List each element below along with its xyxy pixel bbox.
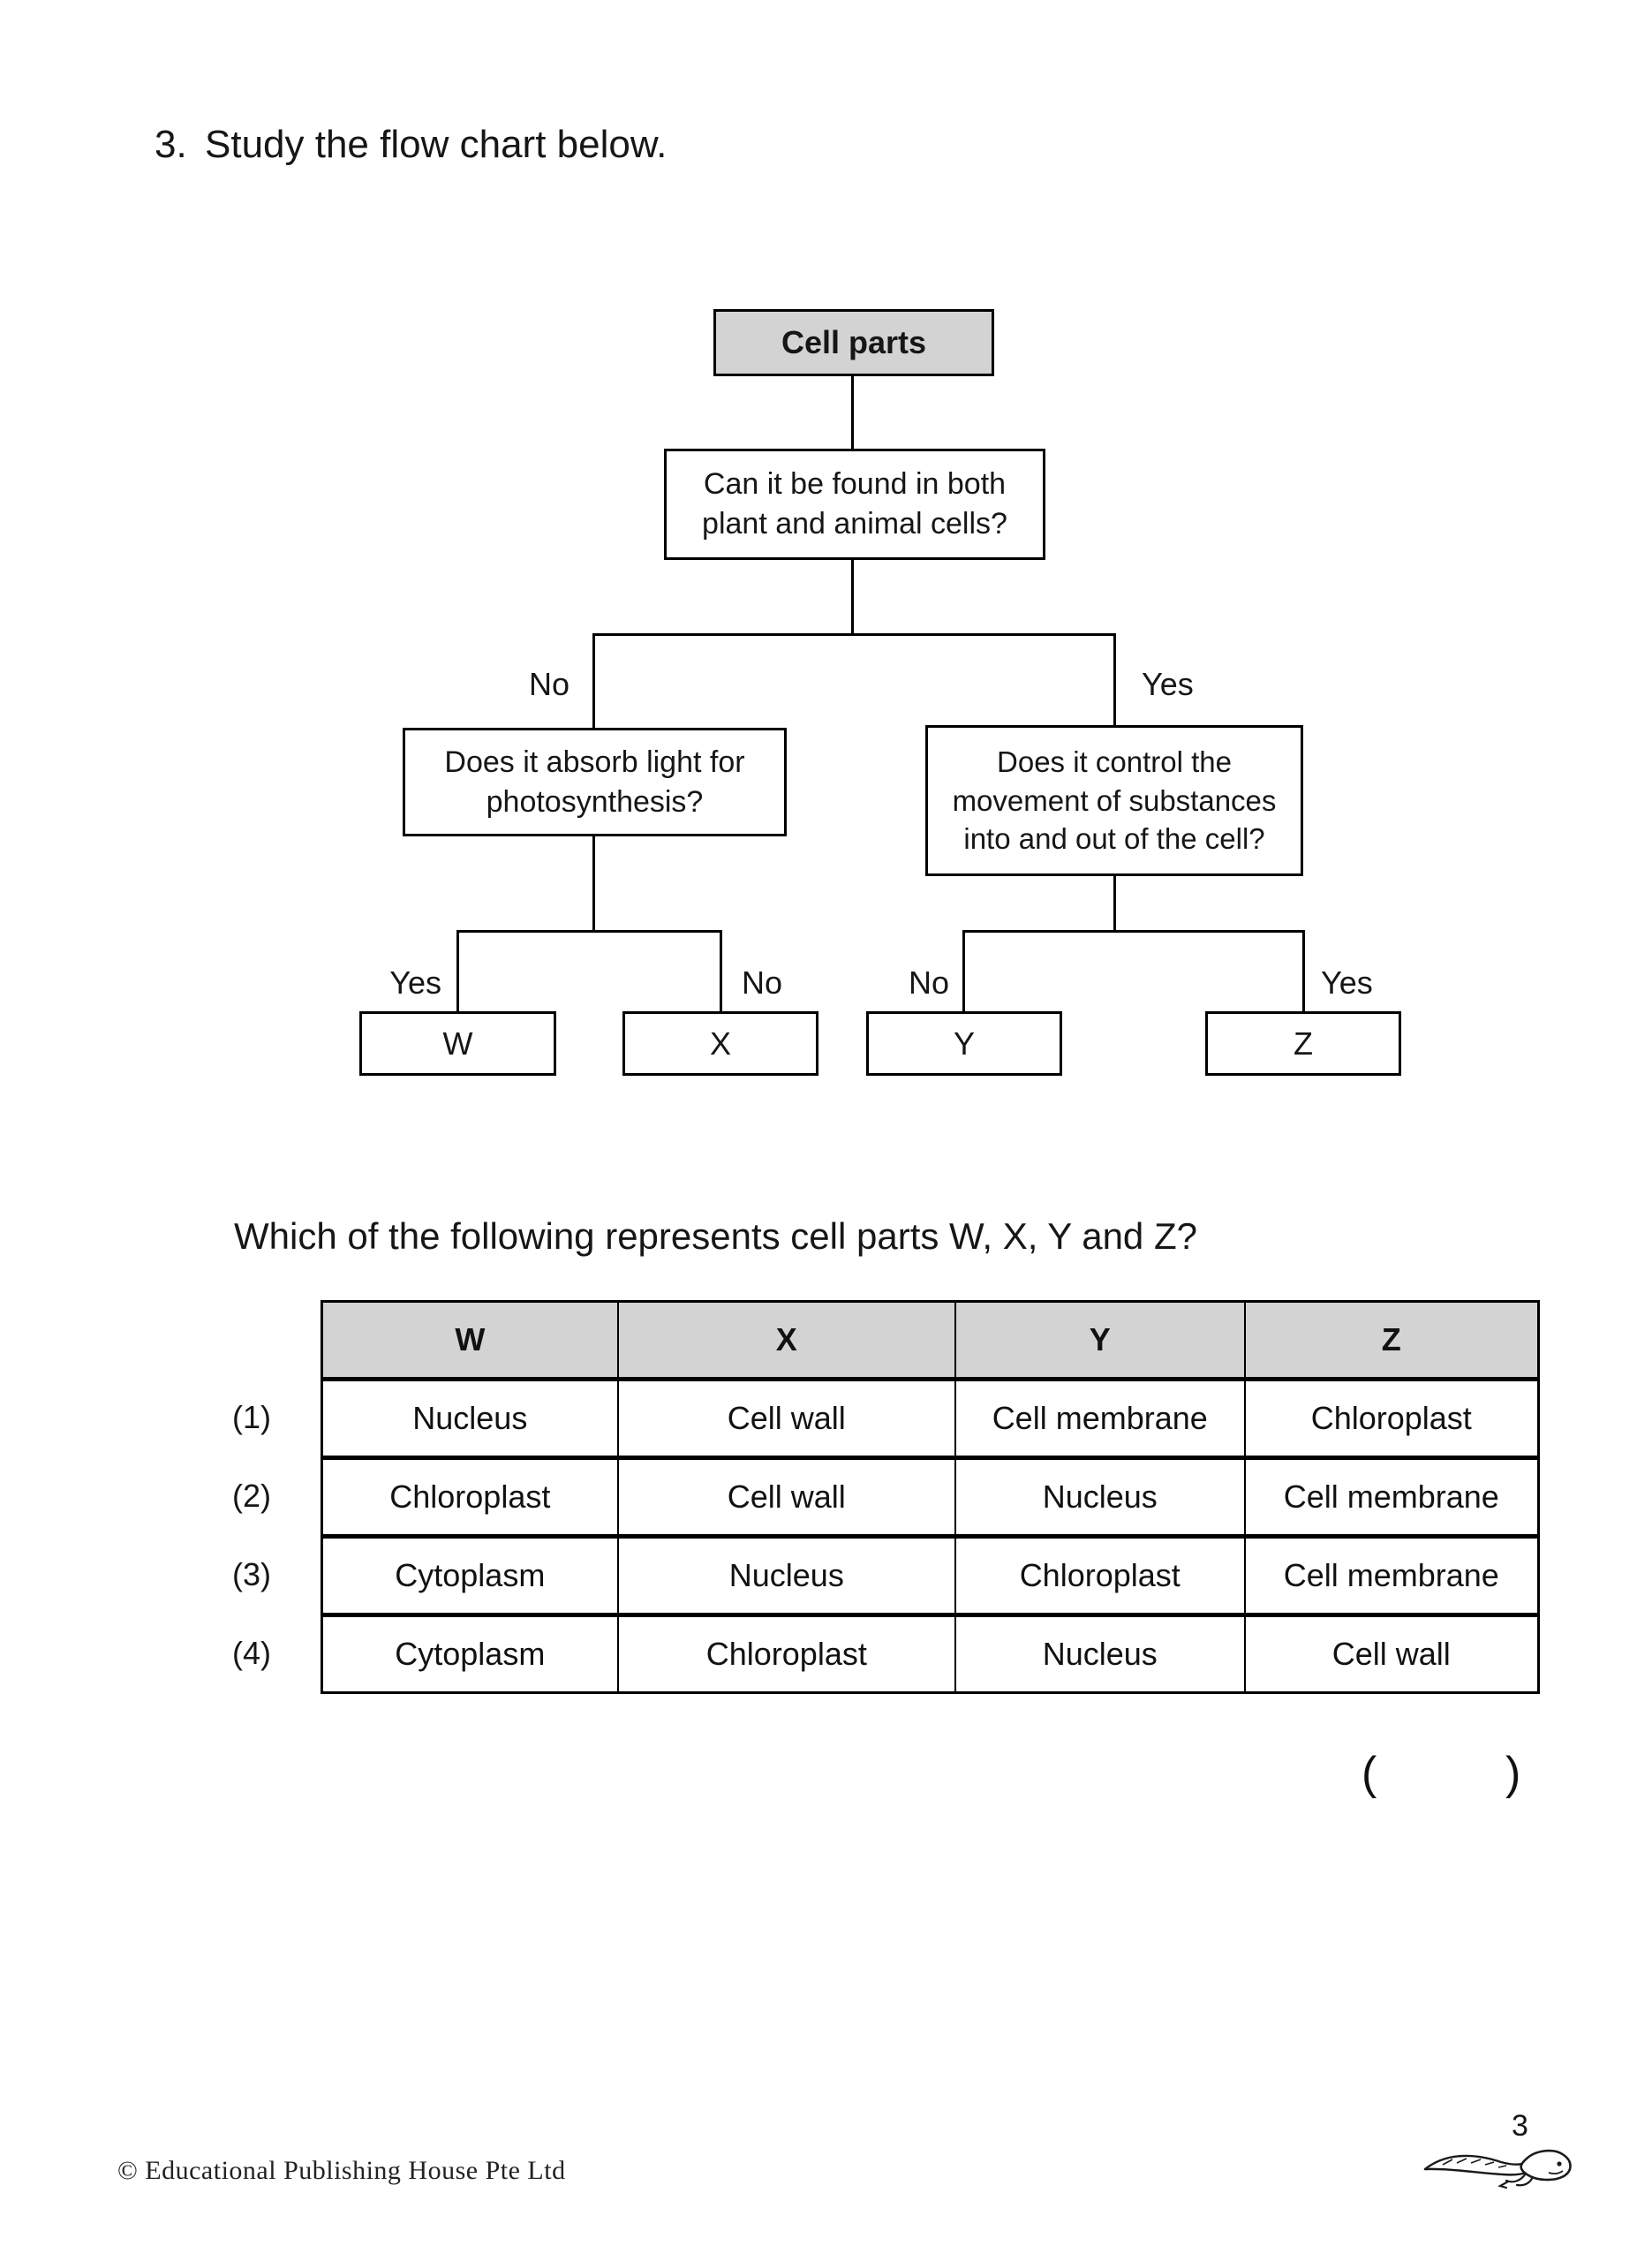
- table-cell: Cell wall: [616, 1381, 954, 1456]
- connector-q1-down: [851, 560, 854, 633]
- table-cell: Chloroplast: [389, 1478, 551, 1515]
- header-cell-w: W: [455, 1321, 486, 1357]
- table-cell: Chloroplast: [954, 1539, 1244, 1613]
- table-cell: Cell wall: [1243, 1617, 1538, 1691]
- table-row-option-3: Cytoplasm Nucleus Chloroplast Cell membr…: [321, 1536, 1540, 1615]
- flowchart-question-absorb-light-box: Does it absorb light for photosynthesis?: [403, 728, 787, 836]
- table-cell: Nucleus: [954, 1617, 1244, 1691]
- branch3-no-label: No: [908, 964, 949, 1001]
- table-cell: Chloroplast: [616, 1617, 954, 1691]
- branch3-yes-label: Yes: [1321, 964, 1373, 1001]
- connector-split2-horizontal: [456, 930, 722, 933]
- question-number: 3.: [155, 123, 187, 166]
- table-cell: Chloroplast: [1243, 1381, 1538, 1456]
- options-table: W X Y Z Nucleus Cell wall Cell membrane …: [321, 1300, 1540, 1694]
- table-cell: Nucleus: [412, 1400, 528, 1436]
- table-cell: Cell wall: [616, 1460, 954, 1534]
- connector-drop-w: [456, 930, 459, 1011]
- branch2-yes-label: Yes: [389, 964, 441, 1001]
- option-label-1: (1): [232, 1399, 271, 1435]
- table-row-option-4: Cytoplasm Chloroplast Nucleus Cell wall: [321, 1614, 1540, 1694]
- answer-bracket-close: ): [1505, 1748, 1521, 1799]
- header-cell-z: Z: [1243, 1303, 1538, 1377]
- flowchart-root-box: Cell parts: [713, 309, 994, 376]
- flowchart-leaf-z-box: Z: [1205, 1011, 1401, 1076]
- connector-drop-x: [720, 930, 722, 1011]
- connector-q3-down: [1113, 876, 1116, 930]
- connector-split1-left-drop: [592, 633, 595, 728]
- option-label-3: (3): [232, 1556, 271, 1592]
- tadpole-illustration: [1423, 2149, 1572, 2189]
- page-number: 3: [1512, 2109, 1528, 2143]
- table-cell: Cytoplasm: [395, 1557, 546, 1593]
- table-cell: Nucleus: [954, 1460, 1244, 1534]
- connector-split1-right-drop: [1113, 633, 1116, 725]
- table-header-row: W X Y Z: [321, 1300, 1540, 1380]
- branch1-yes-label: Yes: [1142, 666, 1194, 702]
- flowchart-leaf-y-box: Y: [866, 1011, 1062, 1076]
- connector-split1-horizontal: [592, 633, 1116, 636]
- flowchart-question-control-movement-box: Does it control the movement of substanc…: [925, 725, 1303, 876]
- header-cell-y: Y: [954, 1303, 1244, 1377]
- connector-drop-z: [1302, 930, 1305, 1011]
- table-row-option-2: Chloroplast Cell wall Nucleus Cell membr…: [321, 1457, 1540, 1537]
- connector-q2-down: [592, 836, 595, 930]
- table-row-option-1: Nucleus Cell wall Cell membrane Chloropl…: [321, 1379, 1540, 1458]
- connector-root-to-q1: [851, 376, 854, 449]
- branch2-no-label: No: [742, 964, 783, 1001]
- table-cell: Cell membrane: [1243, 1460, 1538, 1534]
- flowchart-leaf-x-box: X: [622, 1011, 818, 1076]
- table-cell: Cell membrane: [954, 1381, 1244, 1456]
- flowchart-question-both-cells-box: Can it be found in both plant and animal…: [664, 449, 1045, 560]
- header-cell-x: X: [616, 1303, 954, 1377]
- connector-split3-horizontal: [962, 930, 1305, 933]
- table-cell: Nucleus: [616, 1539, 954, 1613]
- table-cell: Cytoplasm: [395, 1636, 546, 1672]
- question-heading: 3. Study the flow chart below.: [155, 122, 667, 169]
- option-label-2: (2): [232, 1478, 271, 1514]
- branch1-no-label: No: [528, 666, 570, 702]
- table-question: Which of the following represents cell p…: [234, 1215, 1197, 1257]
- question-instruction: Study the flow chart below.: [205, 123, 668, 166]
- answer-bracket-open: (: [1362, 1748, 1377, 1799]
- option-label-4: (4): [232, 1635, 271, 1671]
- copyright-notice: © Educational Publishing House Pte Ltd: [117, 2156, 566, 2185]
- flowchart-leaf-w-box: W: [359, 1011, 556, 1076]
- connector-drop-y: [962, 930, 965, 1011]
- table-cell: Cell membrane: [1243, 1539, 1538, 1613]
